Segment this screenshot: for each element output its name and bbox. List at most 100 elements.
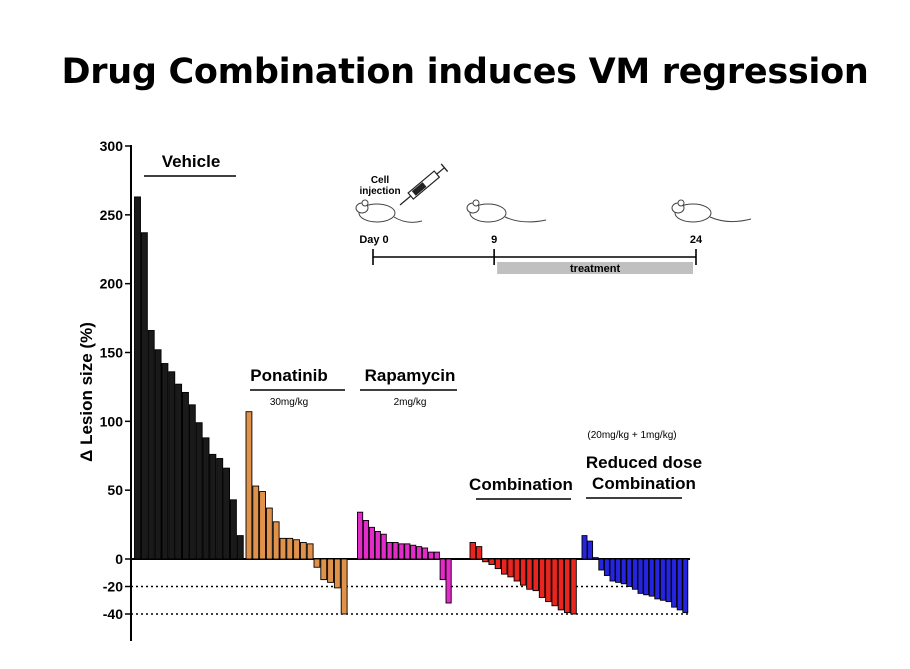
dose-label: (20mg/kg + 1mg/kg) [587,430,676,441]
bar [245,411,253,560]
bar [587,540,594,560]
bar [161,363,169,560]
bar [175,383,183,560]
group-label: Combination [592,474,696,493]
bar [620,558,627,585]
y-tick-label: -40 [103,606,123,622]
bar [501,558,508,575]
bar [147,330,155,560]
bar [581,535,588,560]
bar [433,551,440,560]
bar [557,558,565,611]
bar [643,558,650,596]
bar [445,558,452,604]
y-tick-label: -20 [103,579,123,595]
bar [665,558,672,603]
slide-title: Drug Combination induces VM regression [61,52,869,92]
bar [265,507,273,560]
timeline-note: Cell [371,175,390,186]
bar [545,558,552,603]
bar [615,558,622,583]
bar [603,558,610,576]
bar [526,558,533,590]
bar [357,511,364,560]
bar [507,558,514,578]
bar [682,558,689,614]
bar [368,526,375,560]
bar [659,558,666,601]
bar [188,404,196,560]
mouse-icon [355,199,423,223]
bar [488,558,495,565]
syringe-icon [399,163,449,206]
bar [404,543,411,560]
bar [609,558,616,582]
timeline-day-label: Day 0 [359,234,388,246]
bar [637,558,644,594]
bar [236,535,244,560]
bar [551,558,558,607]
dose-label: 2mg/kg [394,397,427,408]
dose-label: 30mg/kg [270,397,308,408]
bar [519,558,527,586]
bar [320,558,328,581]
bar [398,543,405,560]
bar [392,542,399,560]
bar [286,537,294,560]
bar [564,558,571,614]
bar [648,558,655,597]
bar [181,391,189,560]
bar [195,422,203,560]
y-tick-label: 100 [100,413,124,429]
bar [416,546,423,560]
bar [482,558,489,563]
y-tick-label: 0 [115,551,123,567]
plot-layer: 300 250 200 150 100 50 0 -20 -40 VehiclePonatinib… [100,138,702,641]
bar [154,349,162,560]
bar [362,520,370,560]
bar [421,547,429,560]
timeline-day-label: 24 [690,234,703,246]
bar [293,539,300,560]
bar [272,521,280,560]
bar [216,458,224,560]
y-tick-label: 150 [100,345,124,361]
bar [427,551,434,560]
treatment-label: treatment [570,263,620,275]
bar [306,543,314,560]
bar [676,558,683,611]
bar [380,533,387,560]
y-tick-label: 200 [100,276,124,292]
timeline-note: injection [359,186,400,197]
bar [279,537,287,560]
bar [340,558,348,615]
bar [202,437,210,560]
mouse-icon [671,199,752,223]
bar [168,371,176,560]
bar [223,467,231,560]
y-tick-label: 50 [107,482,123,498]
bar [513,558,521,582]
mouse-icon [466,199,547,223]
treatment-bar [497,262,693,274]
y-tick-label: 300 [100,138,124,154]
bar [134,196,141,560]
bar [598,558,605,571]
bar [631,558,638,590]
bar [654,558,661,600]
group-label: Rapamycin [365,366,456,385]
bar [299,542,307,560]
group-label: Vehicle [162,152,221,171]
group-label: Ponatinib [250,366,327,385]
bar [671,558,678,608]
bar [439,558,446,581]
bar [209,453,217,560]
bar [592,557,599,560]
bar [494,558,502,570]
y-tick-label: 250 [100,207,124,223]
bar [626,558,633,587]
bar [229,499,237,560]
